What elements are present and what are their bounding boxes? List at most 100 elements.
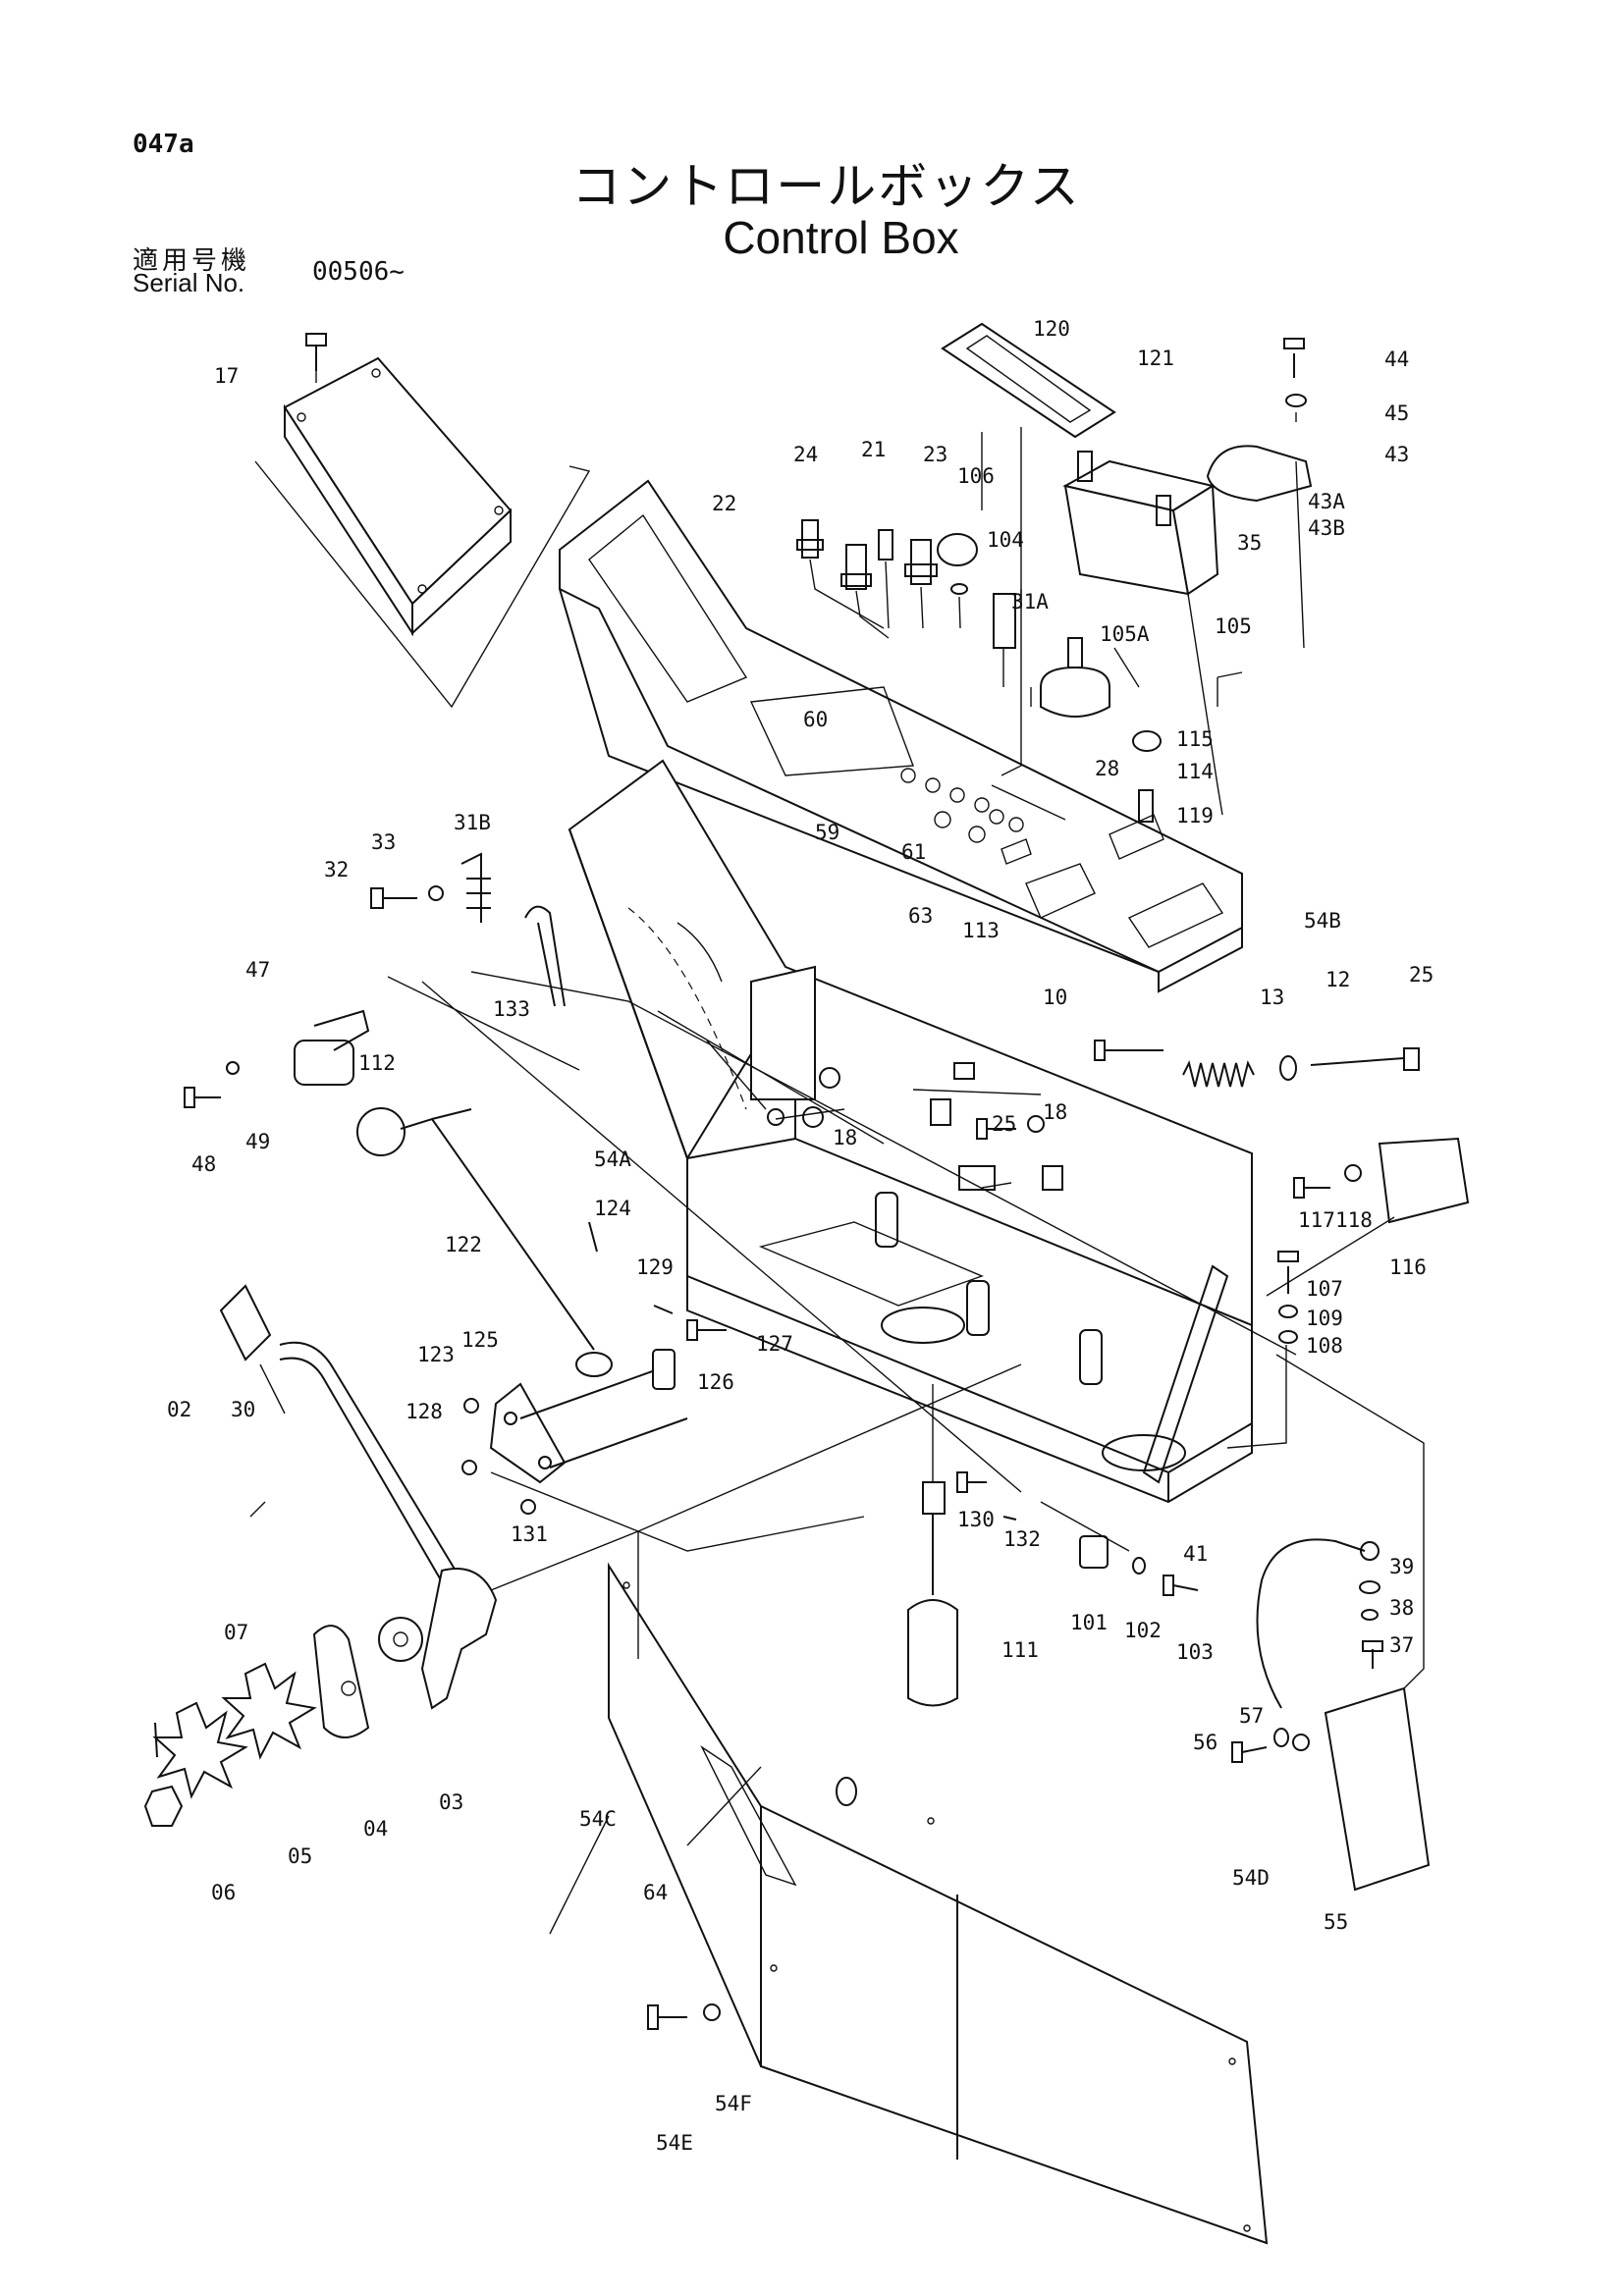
part-label: 39 [1389,1555,1414,1578]
part-lever-122 [356,1107,613,1377]
part-label: 41 [1183,1542,1208,1566]
part-label: 117 [1298,1208,1335,1232]
part-meter-35 [1062,451,1219,596]
part-label: 44 [1384,347,1409,371]
part-label: 124 [594,1197,631,1220]
part-label: 104 [987,528,1024,552]
part-main-housing-54A [568,759,1253,1504]
part-label: 122 [445,1233,482,1256]
page-code: 047a [133,130,194,159]
part-label: 106 [957,464,995,488]
part-label: 113 [962,919,1000,942]
part-label: 23 [923,443,947,466]
part-label: 132 [1003,1527,1041,1551]
part-label: 107 [1306,1277,1343,1301]
part-top-panel-54B [559,479,1243,993]
part-label: 43 [1384,443,1409,466]
part-label: 126 [697,1370,734,1394]
part-label: 118 [1335,1208,1373,1232]
part-link-plate-125 [461,1305,727,1515]
part-label: 25 [1409,963,1434,987]
part-label: 63 [908,904,933,928]
part-label: 55 [1324,1910,1348,1934]
part-label: 18 [1043,1100,1067,1124]
part-label: 17 [214,364,239,388]
part-number-labels: 17 120 121 44 45 43 43A 43B 24 21 23 106… [167,317,1434,2155]
part-label: 13 [1260,986,1284,1009]
leader-lines [249,371,1425,1935]
part-right-fittings [1277,1137,1470,1344]
part-label: 43A [1308,490,1345,513]
part-label: 54B [1304,909,1341,933]
part-left-fittings [184,852,566,1108]
part-label: 102 [1124,1619,1162,1642]
serial-label-japanese: 適用号機 [133,246,251,276]
part-label: 03 [439,1790,463,1814]
part-label: 57 [1239,1704,1264,1728]
part-label: 54C [579,1807,617,1831]
part-label: 43B [1308,516,1345,540]
part-spring-bolt-group [767,1040,1420,1191]
part-label: 04 [363,1817,388,1841]
part-label: 02 [167,1398,191,1421]
part-label: 35 [1237,531,1262,555]
part-label: 48 [191,1152,216,1176]
part-label: 12 [1325,968,1350,991]
part-label: 22 [712,492,736,515]
part-label: 06 [211,1881,236,1904]
part-throttle-lever-30 [219,1284,498,1710]
serial-label-english: Serial No. [133,268,245,297]
part-label: 130 [957,1508,995,1531]
part-label: 38 [1389,1596,1414,1620]
part-label: 30 [231,1398,255,1421]
part-label: 37 [1389,1633,1414,1657]
part-label: 105A [1100,622,1150,646]
part-label: 64 [643,1881,668,1904]
part-label: 45 [1384,401,1409,425]
part-label: 54D [1232,1866,1270,1890]
part-label: 109 [1306,1307,1343,1330]
part-label: 32 [324,858,349,881]
part-label: 18 [833,1126,857,1149]
part-label: 31A [1011,590,1049,614]
part-cable-41 [1231,1538,1431,1892]
part-label: 60 [803,708,828,731]
part-label: 47 [245,958,270,982]
part-label: 103 [1176,1640,1214,1664]
part-label: 115 [1176,727,1214,751]
part-label: 05 [288,1844,312,1868]
title-english: Control Box [723,212,959,263]
part-label: 54A [594,1148,631,1171]
part-label: 129 [636,1255,674,1279]
part-label: 114 [1176,760,1214,783]
part-label: 25 [992,1112,1016,1136]
part-label: 31B [454,811,491,834]
part-label: 111 [1001,1638,1039,1662]
title-japanese: コントロールボックス [571,158,1081,215]
part-label: 33 [371,830,396,854]
part-label: 119 [1176,804,1214,828]
part-label: 61 [901,840,926,864]
part-label: 128 [406,1400,443,1423]
part-label: 54E [656,2131,693,2155]
part-side-panel-54C-54D [608,1562,1269,2245]
part-label: 108 [1306,1334,1343,1358]
part-label: 105 [1215,614,1252,638]
part-cover-box-17 [254,333,591,709]
part-label: 07 [224,1621,248,1644]
part-cover-43 [1206,338,1313,503]
part-label: 133 [493,997,530,1021]
part-label: 131 [511,1522,548,1546]
part-label: 123 [417,1343,455,1366]
part-label: 116 [1389,1255,1427,1279]
part-label: 24 [793,443,818,466]
part-label: 28 [1095,757,1119,780]
part-label: 49 [245,1130,270,1153]
part-label: 10 [1043,986,1067,1009]
part-label: 125 [461,1328,499,1352]
part-switches-group [796,519,1162,823]
part-label: 127 [756,1332,793,1356]
part-label: 101 [1070,1611,1108,1634]
serial-value: 00506~ [312,257,405,287]
